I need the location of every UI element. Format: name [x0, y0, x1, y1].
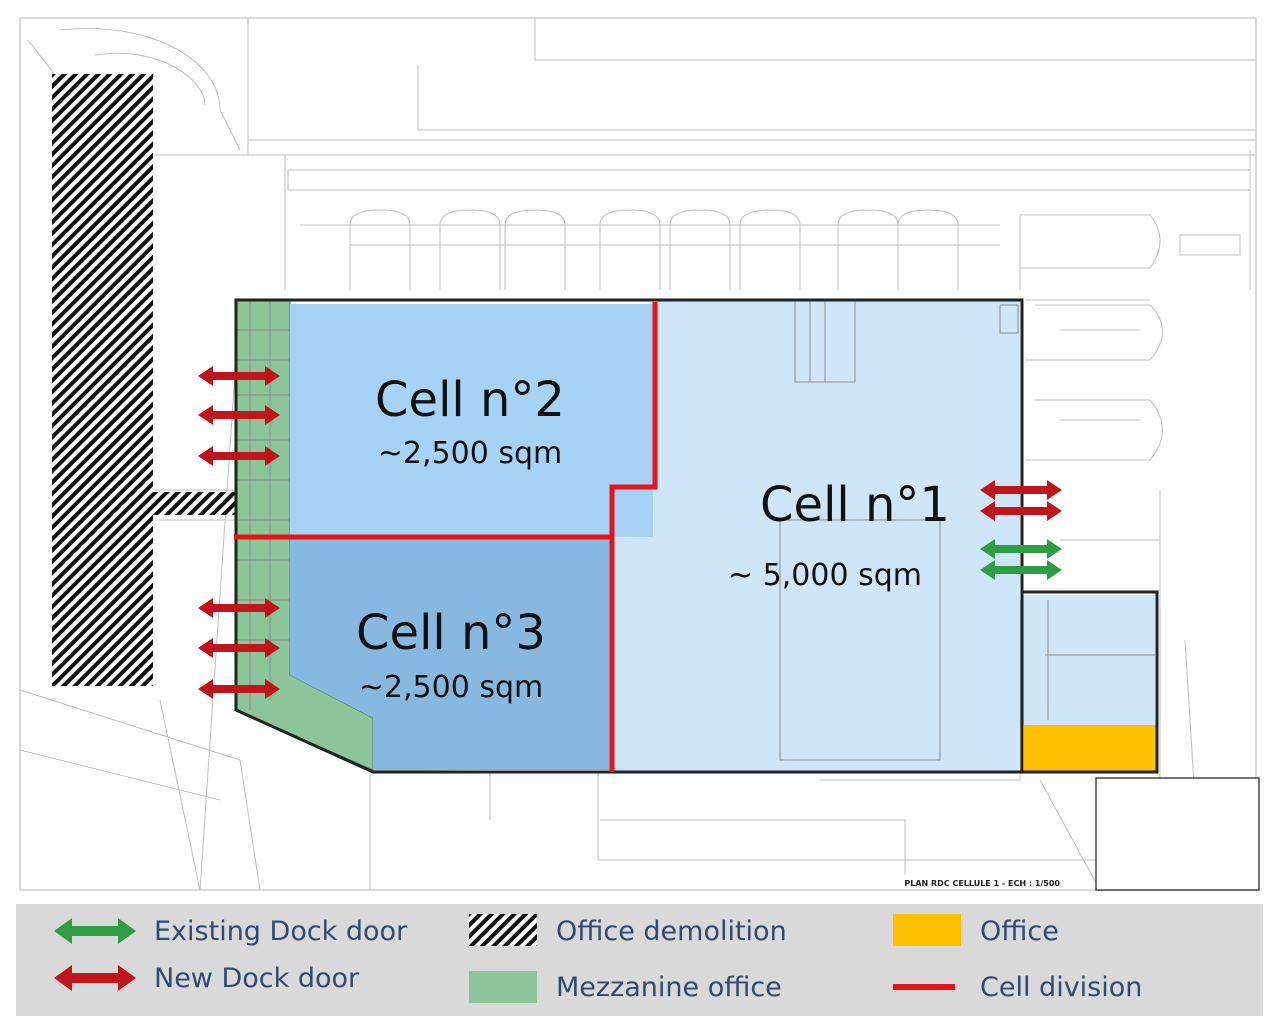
legend-new-dock-label: New Dock door [154, 963, 360, 994]
new-dock-arrow [198, 598, 280, 618]
new-dock-arrow [198, 638, 280, 658]
building-walls [234, 298, 1159, 774]
office-demolition-area [52, 74, 241, 686]
cell-3-area [290, 537, 612, 770]
legend-office: Office [893, 914, 1059, 947]
new-dock-arrow [198, 405, 280, 425]
legend-existing-dock: Existing Dock door [54, 916, 408, 947]
legend-new-dock: New Dock door [54, 963, 360, 994]
annex-area [1022, 595, 1155, 725]
new-dock-arrow [980, 480, 1062, 500]
existing-dock-arrow [980, 539, 1062, 559]
legend-cell-division-label: Cell division [980, 972, 1142, 1003]
legend-mezzanine-office: Mezzanine office [469, 971, 782, 1003]
new-dock-arrow [198, 679, 280, 699]
existing-dock-arrow [980, 560, 1062, 580]
parking-bays-top [300, 209, 1241, 290]
legend-panel [16, 904, 1263, 1016]
title-block [1095, 777, 1260, 891]
new-dock-arrow [980, 501, 1062, 521]
interior-details [779, 299, 1155, 761]
site-context-lines [19, 18, 1256, 891]
cell-3-area-label: ~2,500 sqm [359, 670, 543, 705]
existing-dock-doors-right [980, 539, 1062, 580]
new-dock-doors-left [198, 366, 280, 699]
legend-existing-dock-label: Existing Dock door [154, 916, 408, 947]
legend-office-demolition-label: Office demolition [556, 916, 787, 947]
office-demolition-swatch [469, 914, 537, 946]
cell-2-area-label: ~2,500 sqm [378, 436, 562, 471]
cell-1-area [612, 300, 1020, 772]
existing-dock-legend-arrow [54, 918, 136, 944]
drawing-stamp: PLAN RDC CELLULE 1 - ECH : 1/500 [904, 879, 1060, 888]
cell-1-title: Cell n°1 [760, 477, 950, 533]
new-dock-arrow [198, 446, 280, 466]
cell-2-title: Cell n°2 [375, 372, 565, 428]
legend-office-demolition: Office demolition [469, 914, 787, 947]
cell-1-area-label: ~ 5,000 sqm [728, 558, 922, 593]
mezzanine-office-swatch [469, 971, 537, 1003]
new-dock-doors-right [980, 480, 1062, 521]
legend-cell-division: Cell division [893, 972, 1142, 1003]
parking-bays-right [1035, 304, 1163, 461]
cell-2-area-lower [290, 485, 612, 537]
legend-mezzanine-office-label: Mezzanine office [556, 972, 782, 1003]
new-dock-arrow [198, 366, 280, 386]
legend-office-label: Office [980, 916, 1059, 947]
office-swatch [893, 914, 961, 946]
office-area [1024, 725, 1157, 772]
cell-division-swatch [893, 984, 955, 990]
cell-3-title: Cell n°3 [356, 605, 546, 661]
cell-division-lines [234, 302, 658, 772]
new-dock-legend-arrow [54, 965, 136, 991]
